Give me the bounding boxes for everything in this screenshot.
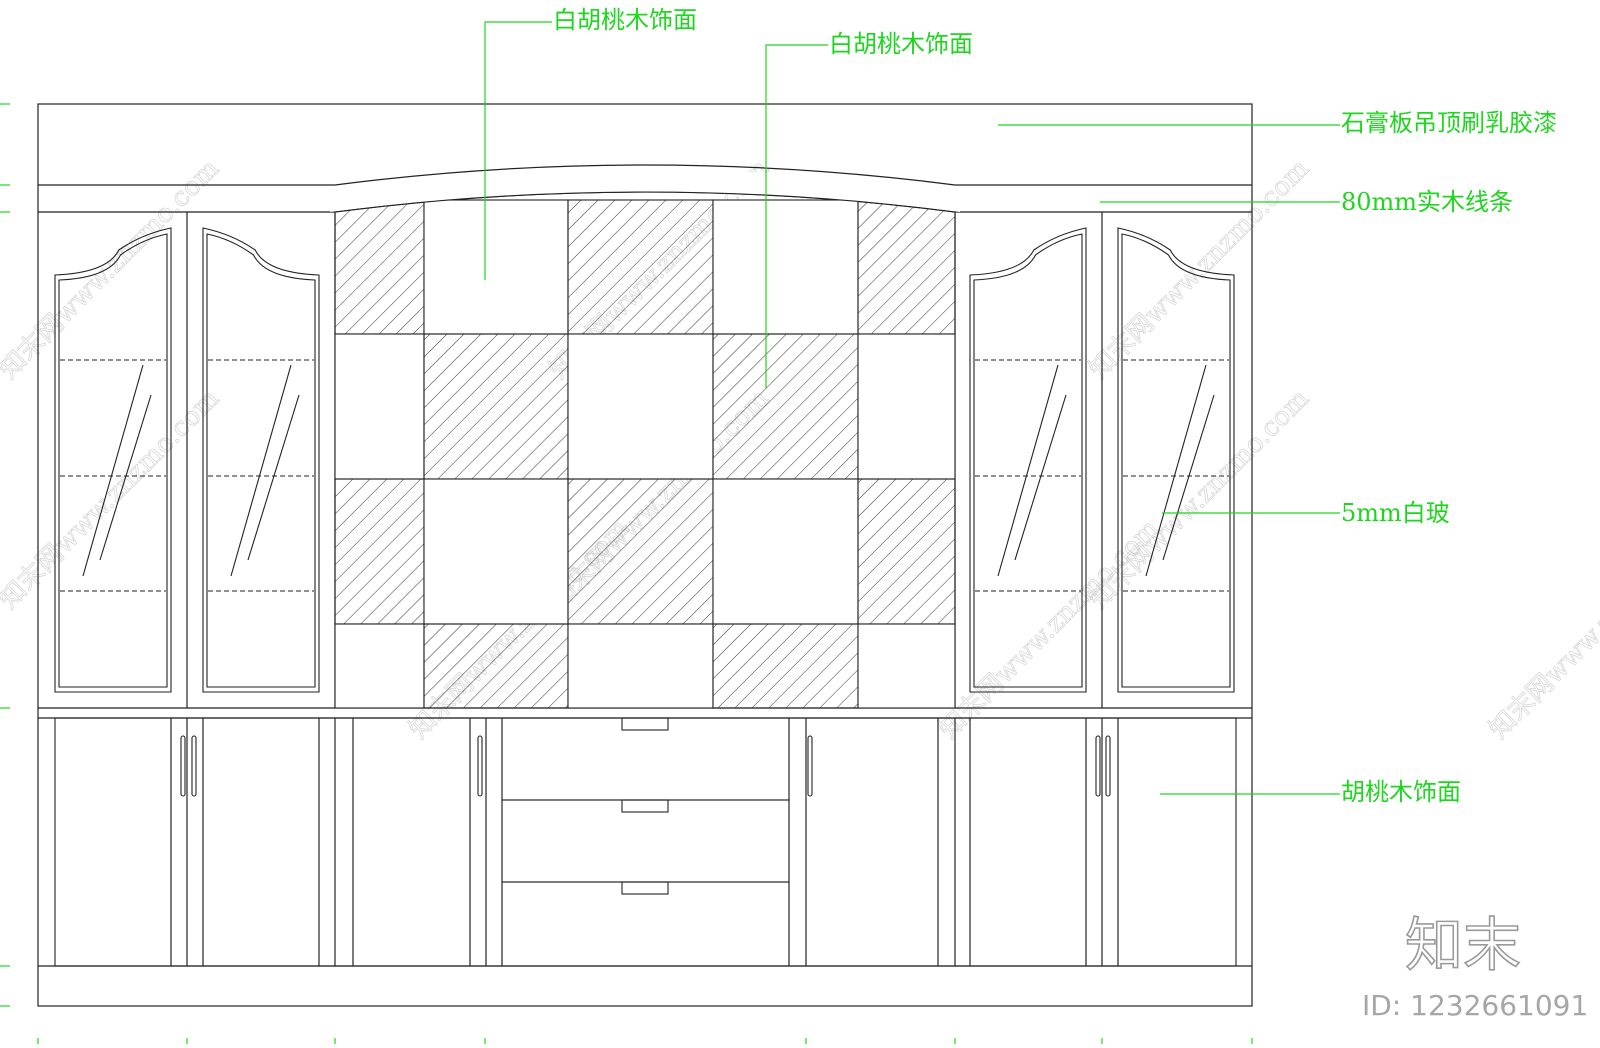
hatched-tile — [334, 199, 425, 335]
plain-tile — [857, 623, 956, 709]
plain-tile — [423, 199, 569, 335]
glass-reflection — [230, 364, 292, 577]
glass-reflection — [99, 394, 152, 561]
drawer-pull — [621, 881, 669, 895]
door-handle — [477, 735, 483, 797]
cabinet-stile — [937, 717, 956, 967]
door-handle — [807, 735, 813, 797]
leader-top-center — [765, 44, 828, 388]
brand-watermark: 知末 ID: 1232661091 — [1362, 910, 1588, 1022]
cabinet-stile — [334, 717, 354, 967]
logo-mark: 知末 — [1405, 911, 1521, 979]
annotation-ceiling: 石膏板吊顶刷乳胶漆 — [1341, 109, 1557, 137]
glass-door-inner — [206, 233, 316, 688]
molding-arch-top — [334, 164, 956, 186]
plain-tile — [334, 333, 425, 480]
watermark-text: 知末网www.znzmo.com — [934, 514, 1165, 745]
lower-door — [54, 717, 172, 967]
plain-tile — [334, 623, 425, 709]
glass-reflection — [997, 364, 1059, 577]
glass-door-inner — [1121, 233, 1231, 688]
cabinet-stile — [318, 717, 336, 967]
door-handle — [1095, 735, 1101, 797]
annotation-molding: 80mm实木线条 — [1341, 188, 1513, 216]
cabinet-stile — [186, 717, 204, 967]
hatched-tile — [423, 623, 569, 709]
hatched-tile — [712, 333, 859, 480]
hatched-tile — [334, 478, 425, 625]
image-id: ID: 1232661091 — [1362, 989, 1588, 1022]
cabinet-stile — [485, 717, 503, 967]
annotation-glass: 5mm白玻 — [1341, 499, 1450, 527]
glass-door-inner — [58, 233, 168, 688]
arch-mask — [330, 170, 960, 212]
glass-reflection — [1162, 394, 1215, 561]
checker-panel — [330, 170, 960, 709]
hatched-tile — [712, 623, 859, 709]
watermark-text: 知末网www.znzmo.com — [0, 154, 225, 385]
drawer-pull — [621, 717, 669, 731]
hatched-tile — [857, 478, 956, 625]
watermark-text: 知末网www.znzmo.com — [0, 384, 225, 615]
cabinet-stile — [1101, 717, 1119, 967]
drawer — [501, 881, 790, 967]
plain-tile — [423, 478, 569, 625]
plain-tile — [567, 623, 714, 709]
lower-door — [969, 717, 1087, 967]
door-handle — [180, 735, 186, 797]
glass-door-frame — [969, 227, 1087, 693]
plain-tile — [712, 199, 859, 335]
glass-reflection — [247, 394, 300, 561]
drawer-pull — [621, 799, 669, 813]
watermark-text: 知末网www.znzmo.com — [1484, 514, 1600, 745]
lower-cabinets — [54, 717, 1237, 967]
plain-tile — [857, 333, 956, 480]
arch-line — [334, 191, 956, 213]
glass-reflection — [1014, 394, 1067, 561]
cabinet-stile — [954, 717, 971, 967]
hatched-tile — [423, 333, 569, 480]
lower-door — [202, 717, 320, 967]
dimension-ticks — [0, 103, 1253, 1044]
lower-door — [1117, 717, 1237, 967]
hatched-tile — [567, 478, 714, 625]
hatched-tile — [857, 199, 956, 335]
annotation-top-center: 白胡桃木饰面 — [829, 30, 973, 58]
glass-door-frame — [54, 227, 172, 693]
annotation-base-cabinet: 胡桃木饰面 — [1341, 778, 1461, 806]
lower-door — [352, 717, 471, 967]
leader-top-left — [484, 21, 552, 280]
plain-tile — [712, 478, 859, 625]
outer-frame — [37, 103, 1253, 1007]
glass-door-frame — [202, 227, 320, 693]
glass-reflection — [1145, 364, 1207, 577]
hatched-tile — [567, 199, 714, 335]
lower-door — [805, 717, 939, 967]
glass-reflection — [82, 364, 144, 577]
glass-doors — [54, 227, 1235, 693]
annotation-top-left: 白胡桃木饰面 — [553, 6, 697, 34]
annotation-leaders — [484, 21, 1340, 795]
door-handle — [1105, 735, 1111, 797]
cabinet-stile — [788, 717, 807, 967]
glass-door-frame — [1117, 227, 1235, 693]
glass-door-inner — [973, 233, 1083, 688]
door-handle — [191, 735, 197, 797]
annotation-labels: 白胡桃木饰面 白胡桃木饰面 石膏板吊顶刷乳胶漆 80mm实木线条 5mm白玻 胡… — [553, 6, 1557, 806]
plain-tile — [567, 333, 714, 480]
